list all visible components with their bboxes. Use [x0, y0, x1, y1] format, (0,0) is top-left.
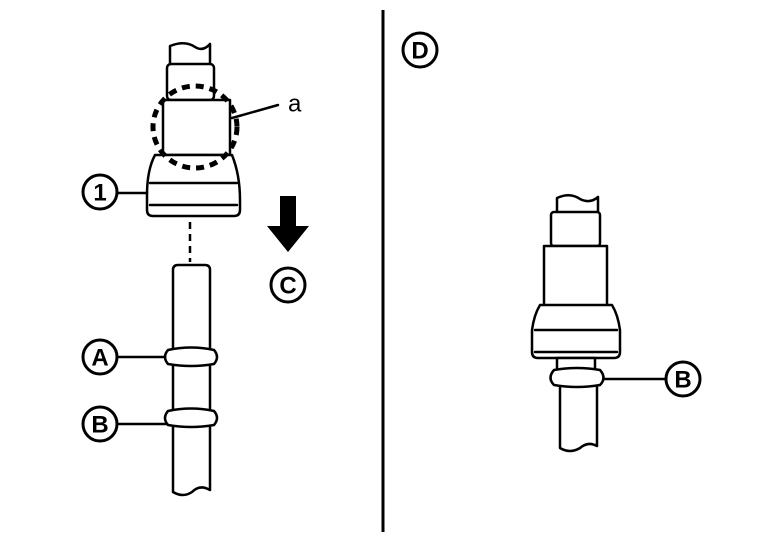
callout-a-label: A — [91, 345, 108, 372]
callout-b-installed — [664, 360, 702, 398]
leader-a — [230, 103, 280, 120]
ring-b-installed — [549, 366, 605, 389]
callout-c — [269, 266, 307, 304]
area-a-outline — [150, 83, 240, 171]
callout-b-installed-label: B — [674, 367, 691, 394]
callout-d — [401, 31, 439, 69]
upper-body — [165, 62, 216, 102]
callout-d-label: D — [411, 38, 428, 65]
down-arrow-icon — [267, 196, 309, 252]
ring-b — [163, 407, 219, 429]
label-a: a — [288, 91, 302, 118]
callout-b — [81, 405, 119, 443]
pipe-left — [116, 263, 219, 497]
connector-1 — [145, 153, 242, 218]
ring-a — [163, 346, 219, 368]
connector-before-install — [145, 42, 280, 262]
upper-pipe — [168, 42, 212, 70]
callout-1 — [81, 173, 119, 211]
callout-b-label: B — [91, 412, 108, 439]
connector-installed — [530, 194, 667, 453]
callout-c-label: C — [279, 273, 296, 300]
middle-body — [161, 98, 232, 157]
callout-a — [81, 338, 119, 376]
callout-1-label: 1 — [93, 180, 106, 207]
